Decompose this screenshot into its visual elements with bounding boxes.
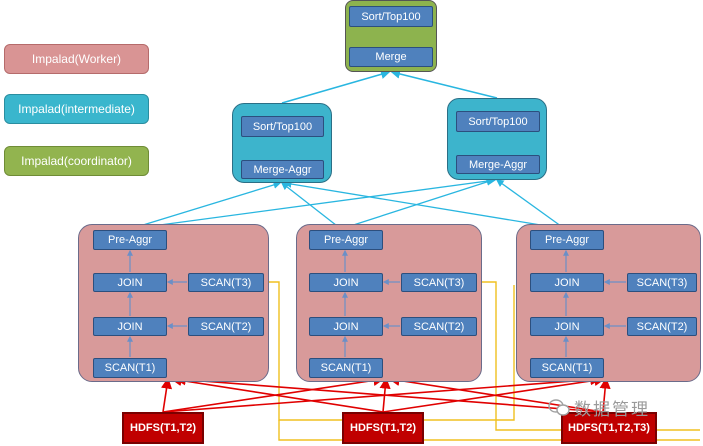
legend-worker: Impalad(Worker) — [4, 44, 149, 74]
join-node: JOIN — [530, 273, 604, 292]
scan-t3-node: SCAN(T3) — [627, 273, 697, 292]
edges-hdfs-to-scan — [161, 374, 611, 413]
intermediate-box-2: Sort/Top100 Merge-Aggr — [447, 98, 547, 180]
watermark: 数据管理 — [548, 395, 650, 420]
scan-t1-node: SCAN(T1) — [530, 358, 604, 378]
intermediate-box-1: Sort/Top100 Merge-Aggr — [232, 103, 332, 183]
join-node: JOIN — [530, 317, 604, 336]
pre-aggr-node: Pre-Aggr — [309, 230, 383, 250]
worker-box-2: Pre-Aggr JOIN SCAN(T3) JOIN SCAN(T2) SCA… — [296, 224, 482, 382]
legend-coordinator: Impalad(coordinator) — [4, 146, 149, 176]
legend-intermediate: Impalad(intermediate) — [4, 94, 149, 124]
pre-aggr-node: Pre-Aggr — [530, 230, 604, 250]
join-node: JOIN — [309, 273, 383, 292]
edges-worker-to-intermediate — [129, 176, 566, 230]
coordinator-box: Sort/Top100 Merge — [345, 0, 437, 72]
intermediate-sort-node: Sort/Top100 — [456, 111, 540, 132]
worker-box-3: Pre-Aggr JOIN SCAN(T3) JOIN SCAN(T2) SCA… — [516, 224, 701, 382]
scan-t1-node: SCAN(T1) — [309, 358, 383, 378]
scan-t2-node: SCAN(T2) — [188, 317, 264, 336]
hdfs-node-1: HDFS(T1,T2) — [122, 412, 204, 444]
scan-t3-node: SCAN(T3) — [401, 273, 477, 292]
scan-t1-node: SCAN(T1) — [93, 358, 167, 378]
coordinator-sort-node: Sort/Top100 — [349, 6, 433, 27]
join-node: JOIN — [93, 273, 167, 292]
edges-intermediate-to-coordinator — [281, 69, 498, 104]
worker-box-1: Pre-Aggr JOIN SCAN(T3) JOIN SCAN(T2) SCA… — [78, 224, 269, 382]
edge-inter1-coord — [281, 69, 391, 104]
scan-t2-node: SCAN(T2) — [401, 317, 477, 336]
edge-inter2-coord — [390, 69, 498, 99]
intermediate-sort-node: Sort/Top100 — [241, 116, 324, 137]
join-node: JOIN — [93, 317, 167, 336]
scan-t3-node: SCAN(T3) — [188, 273, 264, 292]
hdfs-node-2: HDFS(T1,T2) — [342, 412, 424, 444]
scan-t2-node: SCAN(T2) — [627, 317, 697, 336]
pre-aggr-node: Pre-Aggr — [93, 230, 167, 250]
watermark-text: 数据管理 — [574, 400, 650, 419]
hdfs-node-3: HDFS(T1,T2,T3) — [561, 412, 657, 444]
join-node: JOIN — [309, 317, 383, 336]
intermediate-merge-aggr-node: Merge-Aggr — [456, 155, 540, 174]
coordinator-merge-node: Merge — [349, 47, 433, 67]
intermediate-merge-aggr-node: Merge-Aggr — [241, 160, 324, 179]
wechat-icon — [548, 398, 570, 416]
